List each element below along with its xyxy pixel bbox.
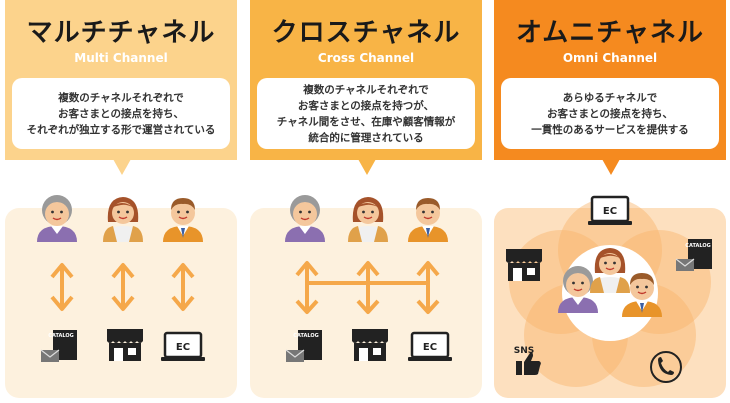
- multi-channel-subtitle: Multi Channel: [74, 51, 168, 65]
- multi-channel-pointer: [113, 159, 131, 175]
- customer-woman-icon: [102, 196, 144, 243]
- double-arrow-icon: [50, 263, 74, 311]
- double-arrow-icon: [111, 263, 135, 311]
- omni-channel-subtitle: Omni Channel: [562, 51, 658, 65]
- multi-channel-description-box: 複数のチャネルそれぞれで お客さまとの接点を持ち、 それぞれが独立する形で運営さ…: [12, 78, 230, 149]
- store-icon: [506, 249, 542, 281]
- customer-man-icon: [162, 197, 204, 243]
- omni-channel-diagram: EC CATALOG SNS: [506, 195, 713, 387]
- phone-icon: [650, 351, 682, 383]
- multi-channel-column: マルチチャネル Multi Channel 複数のチャネルそれぞれで お客さまと…: [5, 0, 237, 403]
- cross-channel-pointer: [358, 159, 376, 175]
- catalog-label: CATALOG: [48, 333, 73, 339]
- integrated-arrow-icon: [295, 261, 440, 314]
- cross-channel-column: クロスチャネル Cross Channel 複数のチャネルそれぞれで お客さまと…: [250, 0, 482, 403]
- store-icon: [107, 329, 143, 361]
- customer-woman-icon: [347, 196, 389, 243]
- cross-channel-header: クロスチャネル Cross Channel 複数のチャネルそれぞれで お客さまと…: [250, 0, 482, 160]
- ec-label: EC: [423, 342, 437, 353]
- multi-channel-description: 複数のチャネルそれぞれで お客さまとの接点を持ち、 それぞれが独立する形で運営さ…: [26, 91, 216, 136]
- cross-channel-subtitle: Cross Channel: [317, 51, 415, 65]
- cross-channel-diagram: CATALOG EC: [284, 194, 454, 363]
- cross-channel-title: クロスチャネル: [271, 18, 461, 48]
- omni-channel-title: オムニチャネル: [516, 18, 704, 48]
- omni-channel-column: オムニチャネル Omni Channel あらゆるチャネルで お客さまとの接点を…: [494, 0, 726, 403]
- customer-man-icon: [407, 197, 449, 243]
- sns-label: SNS: [514, 346, 535, 356]
- omni-channel-description-box: あらゆるチャネルで お客さまとの接点を持ち、 一貫性のあるサービスを提供する: [501, 78, 719, 149]
- multi-channel-header: マルチチャネル Multi Channel 複数のチャネルそれぞれで お客さまと…: [5, 0, 237, 160]
- omni-channel-description: あらゆるチャネルで お客さまとの接点を持ち、 一貫性のあるサービスを提供する: [531, 91, 689, 136]
- store-icon: [352, 329, 388, 361]
- multi-channel-diagram: CATALOG EC: [36, 194, 207, 363]
- catalog-label: CATALOG: [293, 333, 318, 339]
- catalog-label: CATALOG: [685, 243, 710, 249]
- double-arrow-icon: [171, 263, 195, 311]
- customer-elder-icon: [36, 194, 78, 243]
- customer-elder-icon: [284, 194, 326, 243]
- omni-channel-pointer: [602, 159, 620, 175]
- cross-channel-description-box: 複数のチャネルそれぞれで お客さまとの接点を持つが、 チャネル間をさせ、在庫や顧…: [257, 78, 475, 149]
- thumbs-up-icon: [516, 352, 541, 375]
- cross-channel-description: 複数のチャネルそれぞれで お客さまとの接点を持つが、 チャネル間をさせ、在庫や顧…: [276, 83, 456, 144]
- omni-channel-header: オムニチャネル Omni Channel あらゆるチャネルで お客さまとの接点を…: [494, 0, 726, 160]
- ec-label: EC: [176, 342, 190, 353]
- multi-channel-title: マルチチャネル: [26, 18, 216, 48]
- ec-label: EC: [603, 206, 617, 217]
